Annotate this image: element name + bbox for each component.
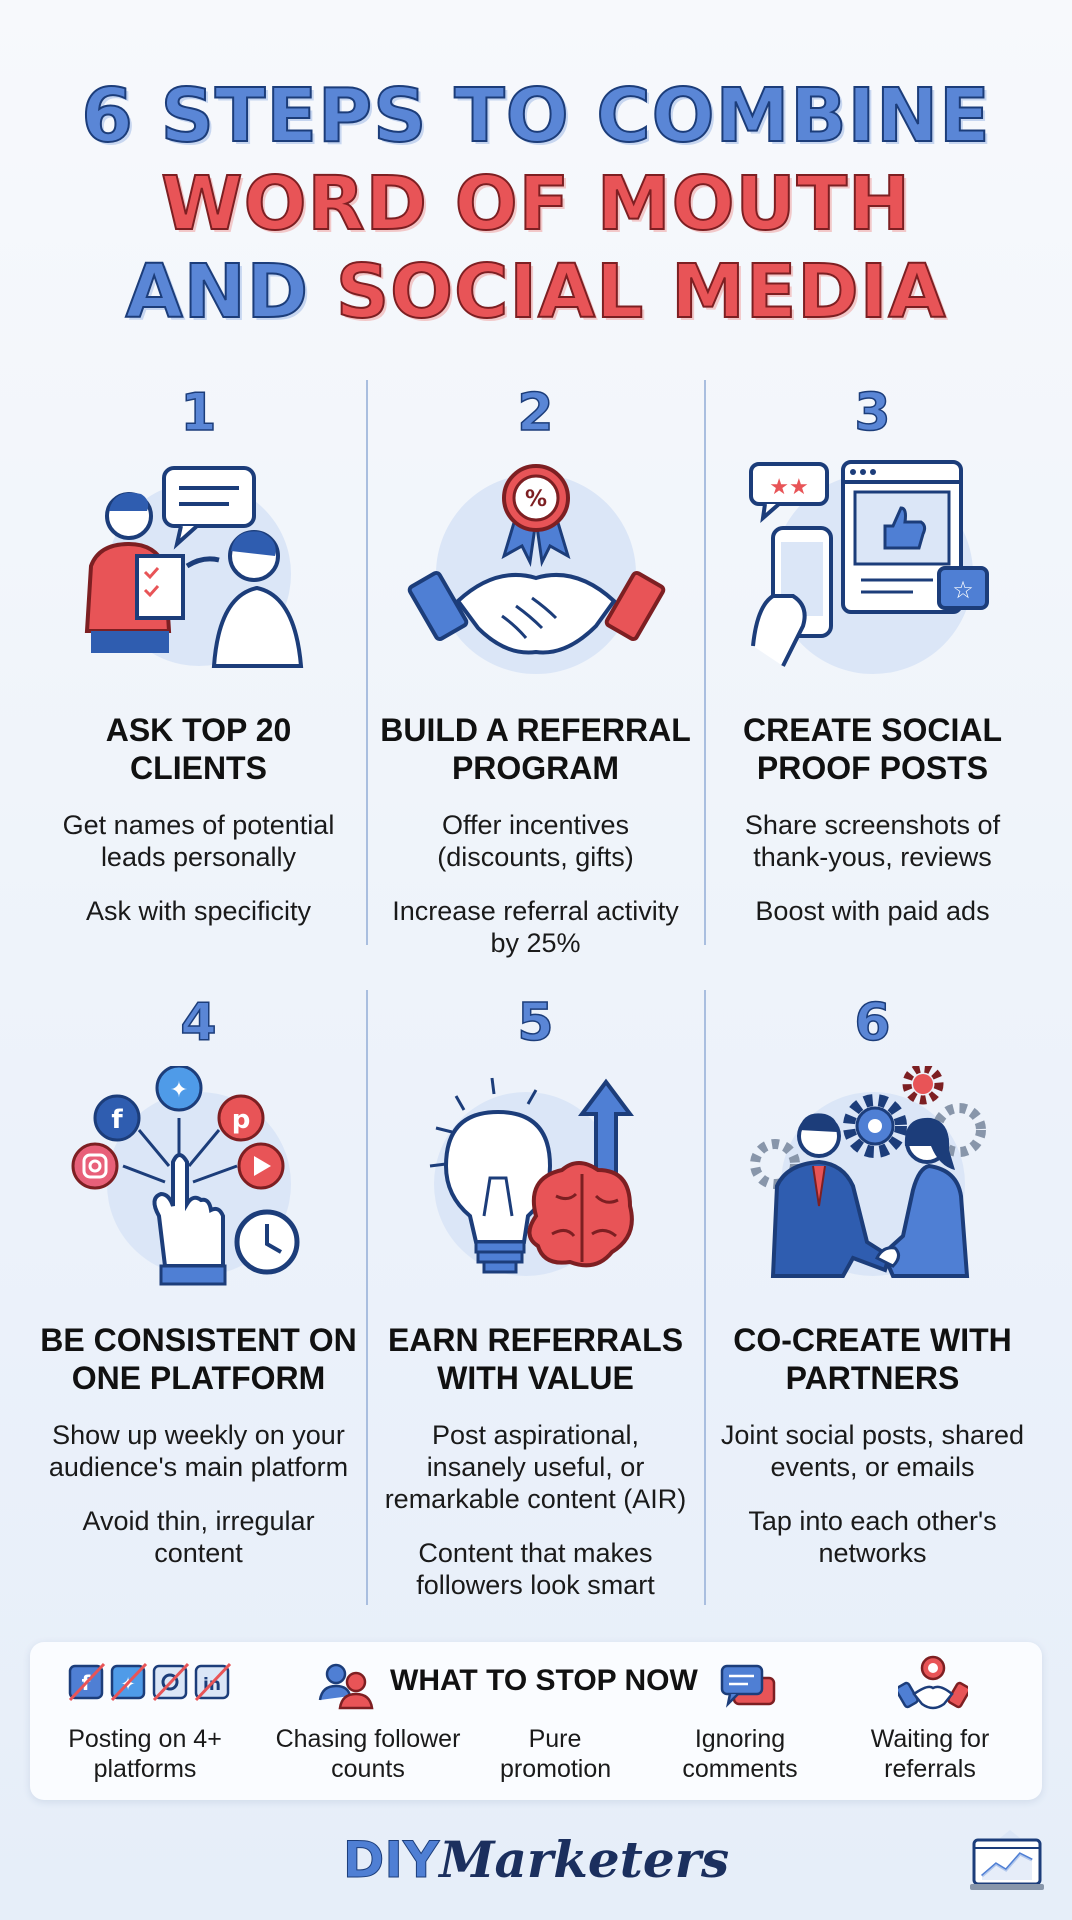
step-detail: Boost with paid ads	[755, 896, 990, 926]
step-heading: ASK TOP 20 CLIENTS	[105, 712, 292, 786]
step-3: 3 ★★ ☆ CREATE SOCIAL PROOF POSTS	[704, 380, 1041, 945]
growth-chart-icon	[970, 1830, 1044, 1890]
step-detail: Ask with specificity	[85, 896, 312, 926]
divider	[366, 380, 368, 945]
people-talking-icon	[84, 466, 303, 668]
partners-gears-icon	[749, 1063, 986, 1278]
step-6: 6 CO-CREATE WITH PARTNERS Join	[704, 990, 1041, 1605]
crossed-platforms-icon: f ✦ in	[68, 1662, 232, 1702]
step-description: Offer incentives (discounts, gifts)	[437, 810, 634, 872]
step-heading: BUILD A REFERRAL PROGRAM	[380, 712, 691, 786]
step-5: 5 EARN REFERRALS WITH VALUE Post aspirat…	[367, 990, 704, 1605]
step-description: Get names of potential leads personally	[62, 810, 335, 872]
users-icon	[318, 1663, 374, 1710]
step-number: 5	[517, 992, 555, 1054]
step-heading: BE CONSISTENT ON ONE PLATFORM	[40, 1322, 357, 1396]
logo-marketers: Marketers	[439, 1830, 730, 1889]
stop-now-title: WHAT TO STOP NOW	[390, 1664, 698, 1697]
stop-item: Pure promotion	[500, 1725, 612, 1783]
step-number: 3	[854, 382, 892, 444]
step-detail: Increase referral activity by 25%	[392, 896, 679, 958]
handshake-badge-icon: %	[407, 464, 665, 674]
stop-item: Chasing follower counts	[275, 1725, 461, 1783]
page-title: 6 STEPS TO COMBINE WORD OF MOUTH AND SOC…	[0, 72, 1072, 336]
brand-logo: DIYMarketers	[0, 1830, 1072, 1890]
stop-item: Ignoring comments	[682, 1725, 798, 1783]
svg-text:f: f	[111, 1105, 123, 1135]
stop-item: Waiting for referrals	[870, 1725, 990, 1783]
stop-item: Posting on 4+ platforms	[68, 1725, 222, 1783]
steps-row-1: 1 ASK TOP 20 CLIENTS Get names of poten	[30, 380, 1042, 958]
step-heading: CO-CREATE WITH PARTNERS	[733, 1322, 1012, 1396]
step-4: 4 f ✦ p BE CONSISTENT ON ONE P	[30, 990, 367, 1605]
steps-row-2: 4 f ✦ p BE CONSISTENT ON ONE P	[30, 990, 1042, 1605]
step-detail: Tap into each other's networks	[748, 1506, 997, 1568]
title-line-3a: AND	[124, 248, 336, 336]
step-number: 4	[180, 992, 218, 1054]
svg-text:%: %	[524, 487, 546, 512]
social-proof-phone-icon: ★★ ☆	[748, 460, 989, 674]
lightbulb-brain-icon	[429, 1077, 634, 1276]
svg-text:p: p	[231, 1105, 250, 1135]
divider	[366, 990, 368, 1605]
step-number: 1	[180, 382, 218, 444]
step-detail: Avoid thin, irregular content	[82, 1506, 315, 1568]
steps-grid: 1 ASK TOP 20 CLIENTS Get names of poten	[30, 380, 1042, 1605]
svg-text:☆: ☆	[952, 576, 974, 604]
step-number: 6	[854, 992, 892, 1054]
step-heading: EARN REFERRALS WITH VALUE	[387, 1322, 684, 1396]
step-description: Post aspirational, insanely useful, or r…	[384, 1420, 687, 1514]
divider	[704, 990, 706, 1605]
divider	[704, 380, 706, 945]
logo-diy: DIY	[342, 1831, 440, 1890]
step-description: Joint social posts, shared events, or em…	[720, 1420, 1025, 1482]
stop-now-panel: f ✦ in WHAT TO STOP NOW Posting on 4+ pl…	[30, 1642, 1042, 1800]
step-heading: CREATE SOCIAL PROOF POSTS	[743, 712, 1002, 786]
title-line-3b: SOCIAL MEDIA	[335, 248, 947, 336]
handshake-icon	[898, 1655, 968, 1710]
step-number: 2	[517, 382, 555, 444]
title-line-2: WORD OF MOUTH	[160, 160, 911, 248]
step-description: Share screenshots of thank-yous, reviews	[744, 810, 1001, 872]
svg-text:✦: ✦	[169, 1078, 187, 1103]
step-detail: Content that makes followers look smart	[416, 1538, 655, 1600]
title-line-1: 6 STEPS TO COMBINE	[80, 72, 991, 160]
svg-text:★★: ★★	[769, 475, 808, 500]
comments-icon	[720, 1664, 776, 1708]
social-platforms-hand-icon: f ✦ p	[71, 1064, 299, 1286]
step-1: 1 ASK TOP 20 CLIENTS Get names of poten	[30, 380, 367, 945]
step-description: Show up weekly on your audience's main p…	[48, 1420, 349, 1482]
step-2: 2 % BUILD A REFERRAL PROGRAM Offer incen…	[367, 380, 704, 958]
